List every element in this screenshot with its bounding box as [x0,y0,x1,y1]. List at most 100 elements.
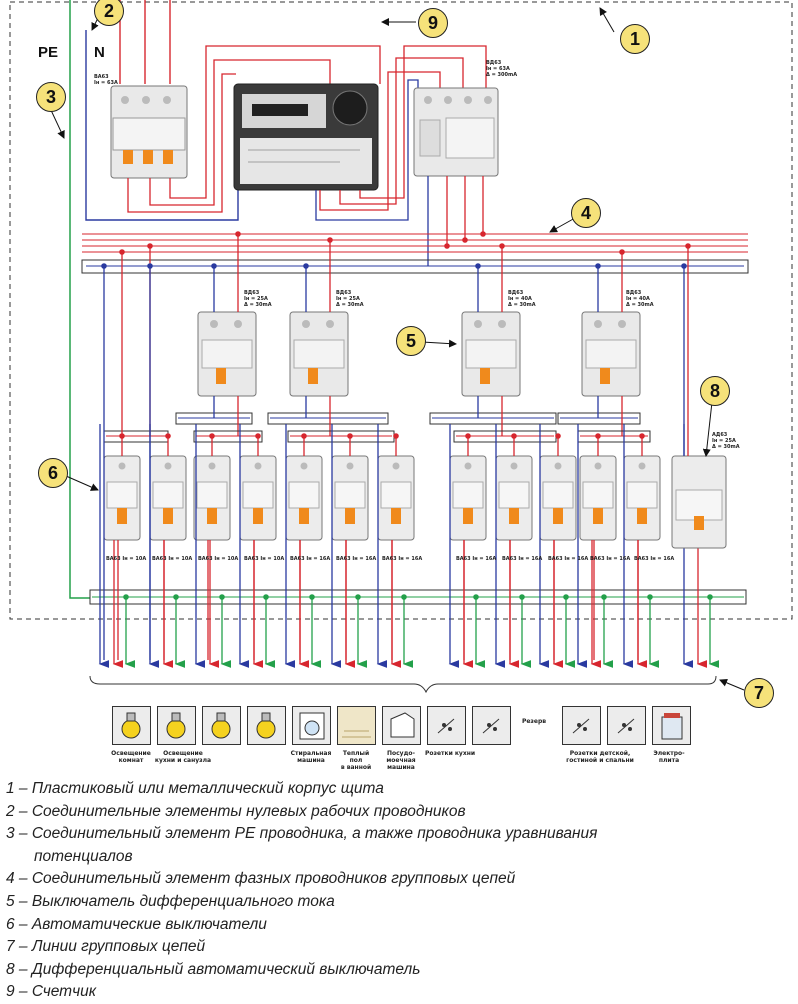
junction-dot [595,263,601,269]
callout-8: 8 [700,376,730,406]
rcd-terminal [326,320,334,328]
junction-dot [519,594,525,600]
breaker-rating: BA63 Iн = 10A [106,556,147,562]
pe-label: PE [38,44,59,61]
breaker-terminal [638,462,646,470]
junction-dot [147,243,153,249]
rcd-face [465,339,517,369]
neutral-incoming-wire [85,30,239,221]
neutral-bus [81,259,749,274]
load-label: Электро- плита [653,750,685,764]
rcd-terminal [302,320,310,328]
breaker-rating: BA63 Iн = 16A [382,556,423,562]
rcd-handle [480,368,490,384]
breaker-rating: BA63 Iн = 16A [590,556,631,562]
breaker-terminal [392,462,400,470]
junction-dot [555,433,561,439]
breaker-handle [299,508,309,524]
junction-dot [101,263,107,269]
neutral-label: N [94,44,105,61]
reserve-label: Резерв [521,718,547,725]
legend-item: 7 – Линии групповых цепей [6,938,206,956]
washing-machine-icon [292,706,331,745]
breaker-handle [509,508,519,524]
breaker-terminal [464,462,472,470]
breaker-rating: BA63 Iн = 16A [336,556,377,562]
group-neutral-bar [267,412,389,425]
legend-item: 6 – Автоматические выключатели [6,915,267,933]
breaker-face [106,481,138,509]
junction-dot [563,594,569,600]
junction-dot [119,249,125,255]
breaker-terminal [510,462,518,470]
diff-breaker-face [675,489,723,521]
junction-dot [647,594,653,600]
legend-item: 1 – Пластиковый или металлический корпус… [6,780,384,797]
junction-dot [173,594,179,600]
rcd-4-spec: BД63 Iн = 40A Δ = 30mA [626,290,654,308]
rcd-face [293,339,345,369]
legend-item: 3 – Соединительный элемент PE проводника… [6,825,598,865]
breaker-face [452,481,484,509]
junction-dot [707,594,713,600]
group-lines-brace [89,675,717,694]
breaker-face [288,481,320,509]
breaker-rating: BA63 Iн = 10A [244,556,285,562]
breaker-handle [207,508,217,524]
junction-dot [393,433,399,439]
main-breaker [110,85,188,179]
breaker-terminal [118,462,126,470]
breaker-terminal [254,462,262,470]
junction-dot [685,243,691,249]
breaker-rating: BA63 Iн = 16A [502,556,543,562]
breaker-face [152,481,184,509]
breaker-rating: BA63 Iн = 16A [634,556,675,562]
junction-dot [303,263,309,269]
group-phase-bar [193,430,263,443]
lamp-icon [157,706,196,745]
breaker-rating: BA63 Iн = 10A [152,556,193,562]
junction-dot [473,594,479,600]
load-label: Освещение комнат [111,750,151,764]
junction-dot [219,594,225,600]
rcd-terminal [210,320,218,328]
breaker-face [626,481,658,509]
breaker-handle [345,508,355,524]
main-breaker-spec: BA63 Iн = 63A [94,74,118,86]
breaker-rating: BA63 Iн = 16A [456,556,497,562]
breaker-face [242,481,274,509]
legend-item: 8 – Дифференциальный автоматический выкл… [6,960,421,978]
breaker-terminal [208,462,216,470]
phase-incoming-wires [119,0,171,84]
diff-breaker-handle [694,516,704,530]
breaker-handle [637,508,647,524]
junction-dot [619,249,625,255]
load-label: Розетки кухни [424,750,476,757]
breaker-terminal [346,462,354,470]
junction-dot [235,231,241,237]
rcd-terminal [618,320,626,328]
junction-dot [681,263,687,269]
breaker-face [380,481,412,509]
junction-dot [511,433,517,439]
main-rcd [413,87,499,177]
main-rcd-spec: BД63 Iн = 63A Δ = 300mA [486,60,518,78]
junction-dot [309,594,315,600]
pe-bus [89,589,747,605]
breaker-terminal [164,462,172,470]
breaker-handle [553,508,563,524]
junction-dot [147,263,153,269]
breaker-handle [391,508,401,524]
load-label: Освещение кухни и санузла [154,750,212,764]
rcd-3-spec: BД63 Iн = 40A Δ = 30mA [508,290,536,308]
rcd-terminal [498,320,506,328]
socket-icon [427,706,466,745]
junction-dot [475,263,481,269]
breaker-rating: BA63 Iн = 10A [198,556,239,562]
breaker-handle [117,508,127,524]
junction-dot [355,594,361,600]
callout-3: 3 [36,82,66,112]
junction-dot [401,594,407,600]
breaker-terminal [594,462,602,470]
lamp-icon [202,706,241,745]
